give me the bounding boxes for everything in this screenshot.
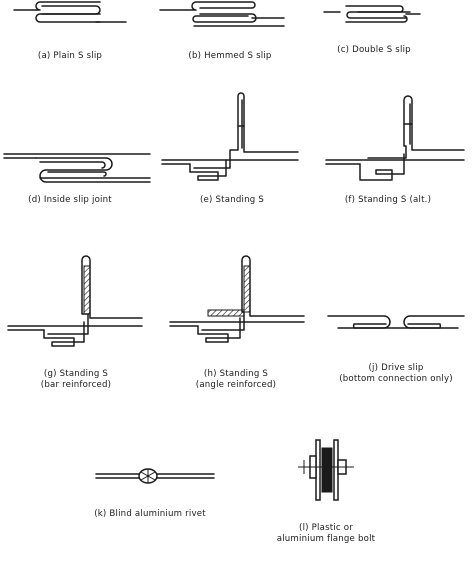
caption-d: (d) Inside slip joint bbox=[28, 195, 112, 205]
caption-h-line1: (h) Standing S bbox=[204, 369, 268, 379]
caption-f: (f) Standing S (alt.) bbox=[345, 195, 431, 205]
caption-l-line1: (l) Plastic or bbox=[299, 523, 353, 533]
caption-c: (c) Double S slip bbox=[337, 45, 411, 55]
seam-d-inside-slip-joint bbox=[3, 153, 151, 183]
seam-a-plain-s-slip bbox=[13, 1, 127, 23]
seam-l-flange-bolt bbox=[298, 439, 354, 501]
seam-j-drive-slip bbox=[327, 315, 465, 329]
caption-j-line2: (bottom connection only) bbox=[339, 374, 453, 384]
caption-b: (b) Hemmed S slip bbox=[188, 51, 271, 61]
seam-e-standing-s bbox=[161, 92, 299, 181]
caption-g-line1: (g) Standing S bbox=[44, 369, 108, 379]
caption-j-line1: (j) Drive slip bbox=[369, 363, 424, 373]
caption-l-line2: aluminium flange bolt bbox=[277, 534, 376, 544]
seam-h-standing-s-angle-reinforced bbox=[169, 255, 305, 343]
seam-k-blind-aluminium-rivet bbox=[95, 468, 215, 484]
seam-g-standing-s-bar-reinforced bbox=[7, 255, 143, 347]
caption-h-line2: (angle reinforced) bbox=[196, 380, 276, 390]
seam-b-hemmed-s-slip bbox=[159, 1, 285, 27]
seam-f-standing-s-alt bbox=[325, 95, 465, 181]
caption-e: (e) Standing S bbox=[200, 195, 264, 205]
caption-g-line2: (bar reinforced) bbox=[41, 380, 111, 390]
seam-c-double-s-slip bbox=[323, 5, 421, 23]
caption-a: (a) Plain S slip bbox=[38, 51, 102, 61]
caption-k: (k) Blind aluminium rivet bbox=[94, 509, 206, 519]
